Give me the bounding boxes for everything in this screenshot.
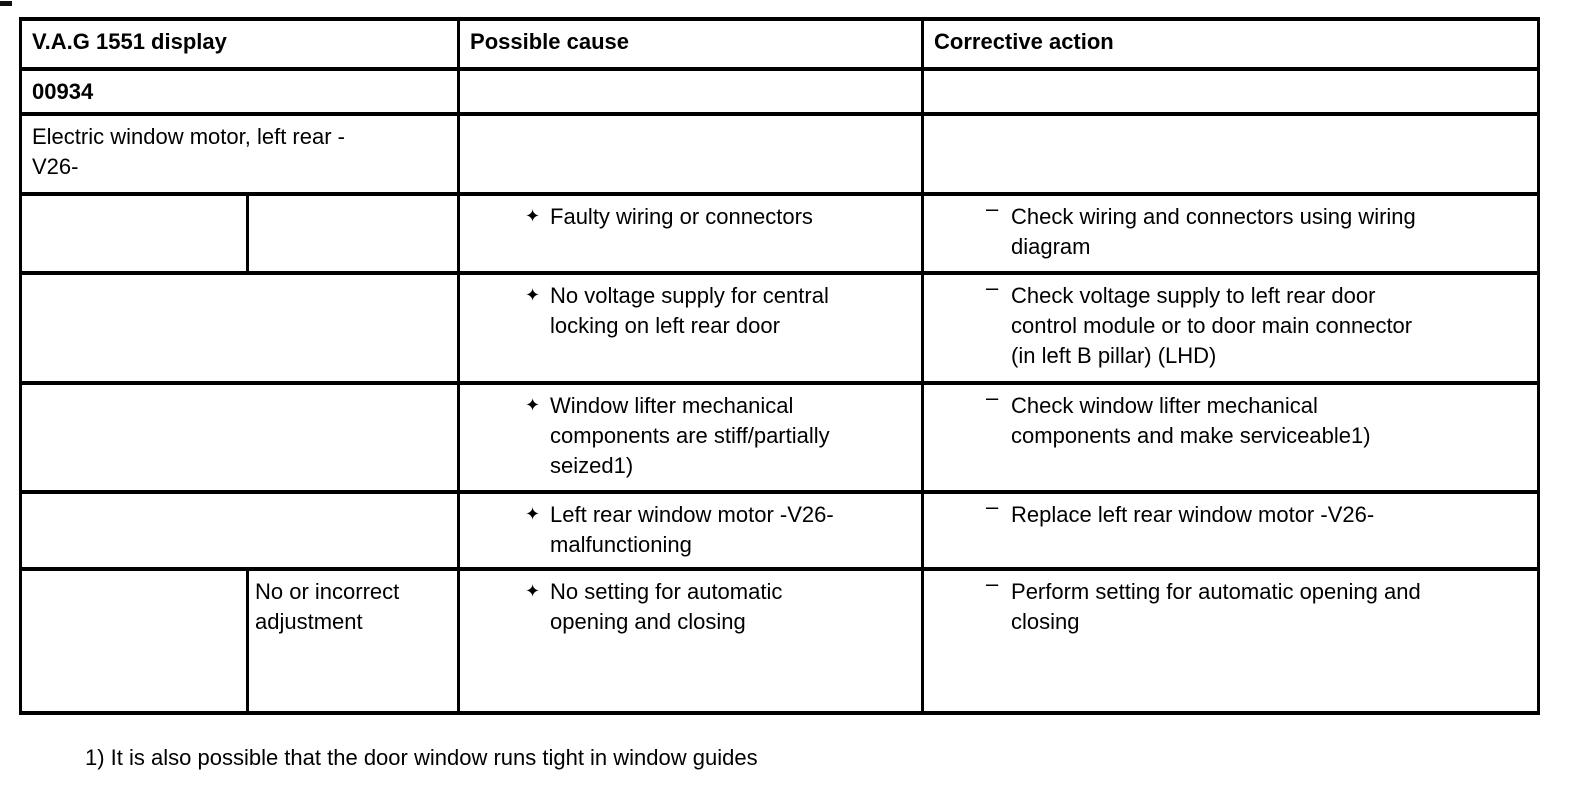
fault-code-cell: 00934 <box>18 67 461 116</box>
action-cell: – Perform setting for automatic opening … <box>921 567 1541 715</box>
cause-cell: ✦ No voltage supply for central locking … <box>457 271 925 385</box>
action-text: Check wiring and connectors using wiring… <box>1011 204 1416 259</box>
adjustment-label-cell: No or incorrect adjustment <box>245 567 461 715</box>
display-subcell-right <box>245 192 461 275</box>
empty-cell <box>921 112 1541 196</box>
dash-bullet-icon: – <box>986 571 999 596</box>
empty-cell <box>457 67 925 116</box>
cause-cell: ✦ Window lifter mechanical components ar… <box>457 381 925 494</box>
display-subcell-left <box>19 192 249 275</box>
cause-text: Faulty wiring or connectors <box>550 204 813 229</box>
empty-cell <box>18 381 461 494</box>
action-text: Perform setting for automatic opening an… <box>1011 579 1421 634</box>
action-cell: – Check voltage supply to left rear door… <box>921 271 1541 385</box>
empty-cell <box>921 67 1541 116</box>
cause-text: Window lifter mechanical components are … <box>550 393 830 478</box>
cause-cell: ✦ Left rear window motor -V26- malfuncti… <box>457 490 925 571</box>
empty-cell <box>457 112 925 196</box>
cause-cell: ✦ No setting for automatic opening and c… <box>457 567 925 715</box>
fault-description-cell: Electric window motor, left rear - V26- <box>18 112 461 196</box>
troubleshooting-table: V.A.G 1551 display Possible cause Correc… <box>18 17 1541 715</box>
action-text: Check window lifter mechanical component… <box>1011 393 1371 448</box>
cause-cell: ✦ Faulty wiring or connectors <box>457 192 925 275</box>
cause-text: No voltage supply for central locking on… <box>550 283 829 338</box>
action-text: Check voltage supply to left rear door c… <box>1011 283 1413 368</box>
action-text: Replace left rear window motor -V26- <box>1011 502 1375 527</box>
dash-bullet-icon: – <box>986 275 999 300</box>
dash-bullet-icon: – <box>986 385 999 410</box>
action-cell: – Check window lifter mechanical compone… <box>921 381 1541 494</box>
header-corrective-action: Corrective action <box>921 17 1541 71</box>
dash-bullet-icon: – <box>986 196 999 221</box>
header-possible-cause: Possible cause <box>457 17 925 71</box>
display-subcell-left <box>19 567 249 715</box>
diamond-bullet-icon: ✦ <box>525 504 541 524</box>
action-cell: – Replace left rear window motor -V26- <box>921 490 1541 571</box>
diamond-bullet-icon: ✦ <box>525 206 541 226</box>
cause-text: No setting for automatic opening and clo… <box>550 579 783 634</box>
dash-bullet-icon: – <box>986 494 999 519</box>
empty-cell <box>18 271 461 385</box>
diamond-bullet-icon: ✦ <box>525 581 541 601</box>
diamond-bullet-icon: ✦ <box>525 285 541 305</box>
footnote: 1) It is also possible that the door win… <box>85 745 758 770</box>
header-vag-display: V.A.G 1551 display <box>18 17 461 71</box>
scan-artifact <box>0 1 12 6</box>
diamond-bullet-icon: ✦ <box>525 395 541 415</box>
empty-cell <box>18 490 461 571</box>
cause-text: Left rear window motor -V26- malfunction… <box>550 502 834 557</box>
action-cell: – Check wiring and connectors using wiri… <box>921 192 1541 275</box>
